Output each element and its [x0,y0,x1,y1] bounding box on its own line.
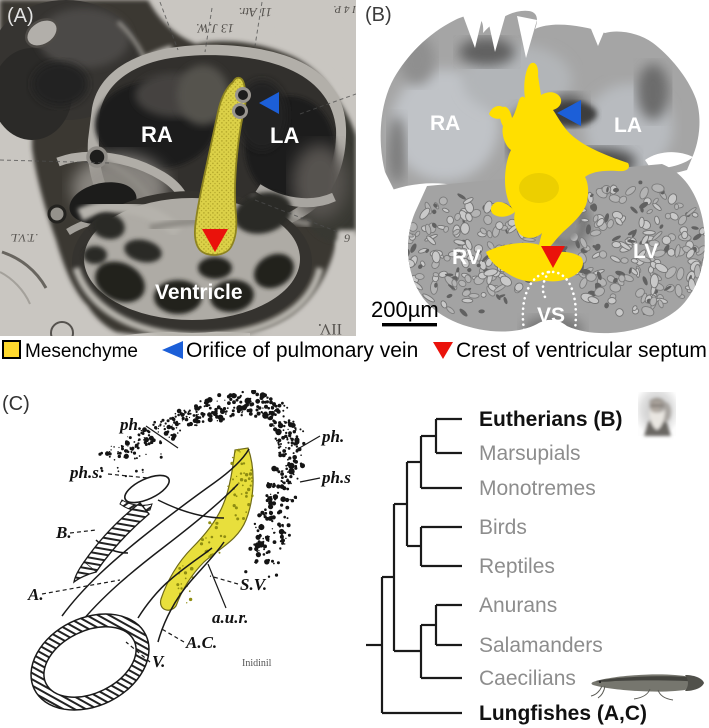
svg-text:IIV.: IIV. [318,320,342,336]
svg-text:200µm: 200µm [371,297,439,322]
svg-text:a.u.r.: a.u.r. [212,608,248,627]
svg-text:Inidinil: Inidinil [242,658,272,669]
svg-text:Mesenchyme: Mesenchyme [25,341,138,362]
svg-text:(C): (C) [2,393,30,415]
svg-text:Anurans: Anurans [479,594,557,617]
svg-text:11 Atr.: 11 Atr. [239,5,272,20]
svg-text:Birds: Birds [479,516,527,539]
svg-text:I 4 P.: I 4 P. [333,3,356,15]
svg-text:Reptiles: Reptiles [479,555,555,578]
svg-text:Caecilians: Caecilians [479,667,576,690]
svg-text:VS: VS [537,304,565,327]
svg-text:.T.V.L: .T.V.L [10,231,38,245]
svg-text:Crest of ventricular septum: Crest of ventricular septum [456,339,707,362]
svg-text:RA: RA [430,112,460,135]
svg-text:(A): (A) [7,5,34,27]
svg-text:A.: A. [27,585,44,604]
svg-text:ph.s.: ph.s. [68,463,103,482]
svg-text:13 J.W.: 13 J.W. [196,21,234,36]
svg-text:Monotremes: Monotremes [479,477,596,500]
svg-text:LA: LA [270,123,299,148]
svg-text:(B): (B) [365,4,392,26]
svg-text:Lungfishes (A,C): Lungfishes (A,C) [479,702,647,725]
svg-text:V.: V. [152,652,165,671]
svg-text:B.: B. [55,523,72,542]
svg-text:LA: LA [614,114,642,137]
svg-text:Orifice of pulmonary vein: Orifice of pulmonary vein [186,339,418,362]
svg-text:S.V.: S.V. [240,575,267,594]
svg-text:Marsupials: Marsupials [479,442,581,465]
svg-text:LV: LV [633,240,658,263]
svg-text:ph.: ph. [118,415,142,434]
svg-text:RA: RA [141,122,173,147]
svg-text:Eutherians (B): Eutherians (B) [479,408,623,431]
svg-text:Ventricle: Ventricle [155,281,243,304]
svg-text:ph.s: ph.s [320,468,351,487]
svg-text:ph.: ph. [320,427,344,446]
svg-text:RV: RV [452,246,481,269]
svg-text:A.C.: A.C. [185,633,217,652]
svg-text:Salamanders: Salamanders [479,634,603,657]
svg-text:9: 9 [344,231,350,245]
